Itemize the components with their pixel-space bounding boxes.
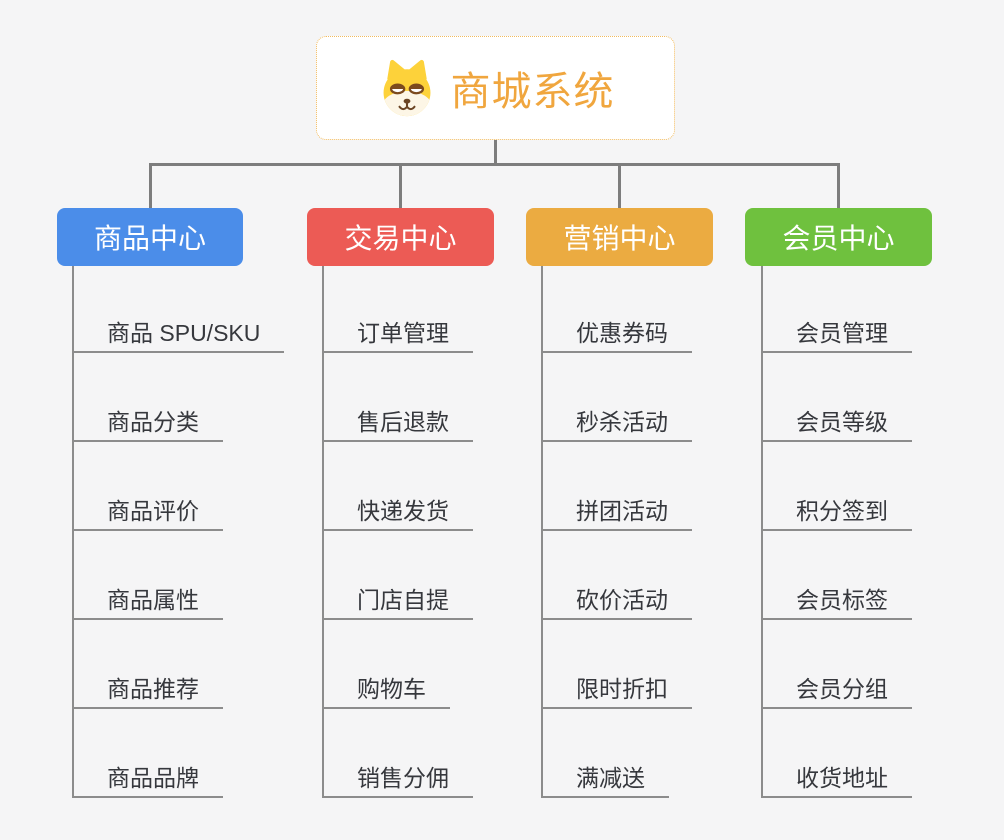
mindmap-node[interactable]: 优惠券码 <box>543 266 692 353</box>
mindmap-node[interactable]: 商品属性 <box>74 531 223 620</box>
root-title: 商城系统 <box>450 70 615 114</box>
branch-header-trade[interactable]: 交易中心 <box>307 208 494 266</box>
mindmap-node[interactable]: 商品 SPU/SKU <box>74 266 285 353</box>
dog-face-icon <box>383 59 430 117</box>
connector-drop-4 <box>837 163 840 208</box>
mindmap-node[interactable]: 商品推荐 <box>74 620 223 709</box>
mindmap-node[interactable]: 限时折扣 <box>543 620 692 709</box>
mindmap-node[interactable]: 门店自提 <box>324 531 473 620</box>
mindmap-node[interactable]: 收货地址 <box>763 709 912 798</box>
mindmap-node[interactable]: 积分签到 <box>763 442 912 531</box>
branch-items-members: 会员管理 会员等级 积分签到 会员标签 会员分组 收货地址 <box>761 266 912 798</box>
branch-items-products: 商品 SPU/SKU 商品分类 商品评价 商品属性 商品推荐 商品品牌 <box>72 266 285 798</box>
branch-items-trade: 订单管理 售后退款 快递发货 门店自提 购物车 销售分佣 <box>322 266 473 798</box>
mindmap-node[interactable]: 砍价活动 <box>543 531 692 620</box>
branch-items-marketing: 优惠券码 秒杀活动 拼团活动 砍价活动 限时折扣 满减送 <box>541 266 692 798</box>
mindmap-node[interactable]: 售后退款 <box>324 353 473 442</box>
mindmap-node[interactable]: 会员标签 <box>763 531 912 620</box>
connector-drop-1 <box>149 163 152 208</box>
mindmap-node[interactable]: 商品评价 <box>74 442 223 531</box>
mindmap-node[interactable]: 商品品牌 <box>74 709 223 798</box>
mindmap-node[interactable]: 会员等级 <box>763 353 912 442</box>
mindmap-node[interactable]: 满减送 <box>543 709 669 798</box>
branch-header-members[interactable]: 会员中心 <box>745 208 932 266</box>
mindmap-node[interactable]: 订单管理 <box>324 266 473 353</box>
mindmap-node[interactable]: 快递发货 <box>324 442 473 531</box>
branch-header-marketing[interactable]: 营销中心 <box>526 208 713 266</box>
mindmap-node[interactable]: 销售分佣 <box>324 709 473 798</box>
connector-drop-2 <box>399 163 402 208</box>
connector-drop-3 <box>618 163 621 208</box>
connector-root-stem <box>494 140 497 166</box>
branch-header-products[interactable]: 商品中心 <box>57 208 243 266</box>
mindmap-node[interactable]: 拼团活动 <box>543 442 692 531</box>
mindmap-node[interactable]: 会员分组 <box>763 620 912 709</box>
connector-bus <box>149 163 840 166</box>
mindmap-node[interactable]: 秒杀活动 <box>543 353 692 442</box>
root-node[interactable]: 商城系统 <box>316 36 675 140</box>
mindmap-node[interactable]: 会员管理 <box>763 266 912 353</box>
mindmap-node[interactable]: 商品分类 <box>74 353 223 442</box>
mindmap-node[interactable]: 购物车 <box>324 620 450 709</box>
